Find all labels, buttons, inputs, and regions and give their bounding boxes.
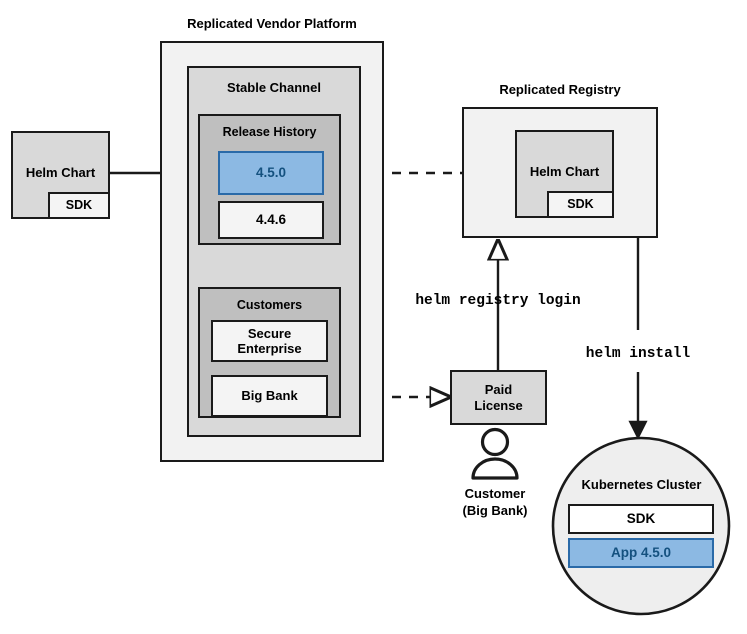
stable-channel-title: Stable Channel [227,80,321,95]
customer-actor-label-line1: Customer [464,486,526,501]
release-version-previous[interactable]: 4.4.6 [218,201,324,239]
registry-helm-chart-sdk[interactable]: SDK [547,191,614,218]
command-helm-install: helm install [585,346,691,362]
command-helm-registry-login: helm registry login [415,293,581,309]
cluster-app-version[interactable]: App 4.5.0 [568,538,714,568]
customer-avatar-icon [471,427,519,480]
kubernetes-cluster-title: Kubernetes Cluster [581,477,702,492]
customer-secure-enterprise[interactable]: Secure Enterprise [211,320,328,362]
customers-title: Customers [236,298,303,312]
helm-chart-source-sdk[interactable]: SDK [48,192,110,219]
registry-helm-chart[interactable]: Helm Chart [515,130,614,218]
customer-actor-label-line2: (Big Bank) [462,503,528,518]
release-history-title: Release History [222,125,317,139]
vendor-platform-title: Replicated Vendor Platform [187,16,357,31]
cluster-sdk[interactable]: SDK [568,504,714,534]
customer-big-bank[interactable]: Big Bank [211,375,328,417]
paid-license[interactable]: Paid License [450,370,547,425]
registry-title: Replicated Registry [499,82,621,97]
release-version-current[interactable]: 4.5.0 [218,151,324,195]
